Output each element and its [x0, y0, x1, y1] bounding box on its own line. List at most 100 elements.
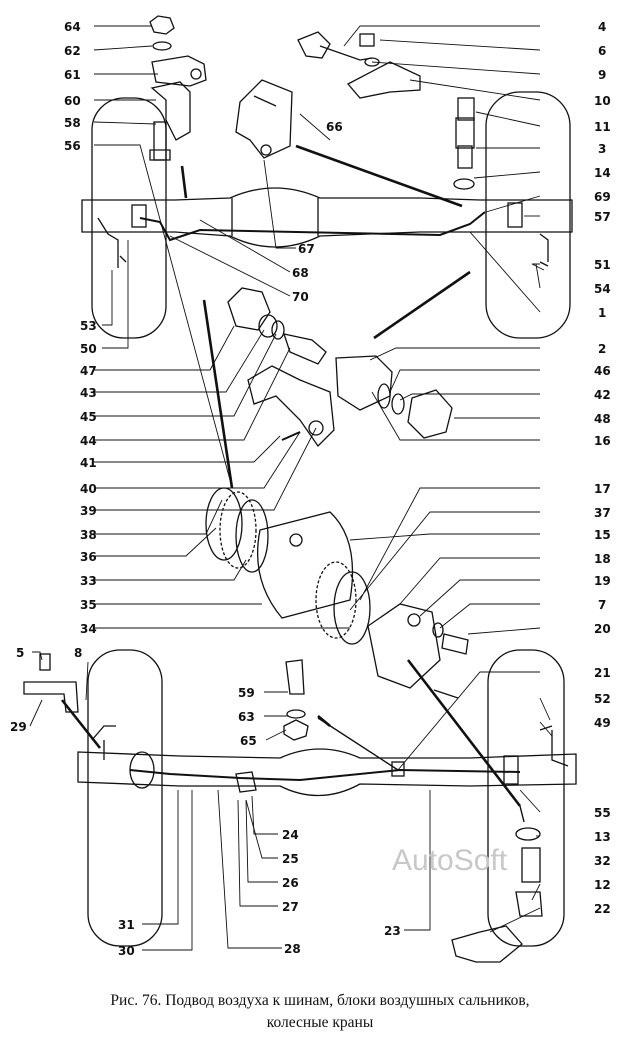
callout-3: 3: [598, 142, 606, 156]
callout-47: 47: [80, 364, 97, 378]
callout-4: 4: [598, 20, 606, 34]
callout-29: 29: [10, 720, 27, 734]
callout-70: 70: [292, 290, 309, 304]
callout-10: 10: [594, 94, 611, 108]
callout-37: 37: [594, 506, 611, 520]
callout-52: 52: [594, 692, 611, 706]
callout-28: 28: [284, 942, 301, 956]
callout-69: 69: [594, 190, 611, 204]
upper-right-wheel: [485, 91, 571, 339]
callout-15: 15: [594, 528, 611, 542]
callout-25: 25: [282, 852, 299, 866]
fitting-2: [335, 355, 393, 411]
caption-line-2: колесные краны: [266, 1014, 374, 1031]
lower-axle-assembly: [23, 649, 577, 963]
callout-63: 63: [238, 710, 255, 724]
bracket-66: [235, 79, 293, 159]
callout-33: 33: [80, 574, 97, 588]
callout-34: 34: [80, 622, 97, 636]
lower-left-wheel: [87, 649, 163, 947]
callout-24: 24: [282, 828, 299, 842]
callout-9: 9: [598, 68, 606, 82]
bracket-41: [247, 365, 335, 448]
callout-57: 57: [594, 210, 611, 224]
callout-51: 51: [594, 258, 611, 272]
callout-56: 56: [64, 139, 81, 153]
callout-38: 38: [80, 528, 97, 542]
callout-58: 58: [64, 116, 81, 130]
labels-left: 64 62 61 60 58 56 53 50 47 43 45 44 41 4…: [10, 20, 301, 958]
callout-49: 49: [594, 716, 611, 730]
callout-35: 35: [80, 598, 97, 612]
callout-1: 1: [598, 306, 606, 320]
callout-18: 18: [594, 552, 611, 566]
callout-31: 31: [118, 918, 135, 932]
callout-11: 11: [594, 120, 611, 134]
callout-64: 64: [64, 20, 81, 34]
seal-housing-15: [257, 511, 354, 619]
bracket-60: [150, 81, 191, 141]
lower-axle-beam: [77, 748, 577, 797]
callout-61: 61: [64, 68, 81, 82]
upper-axle-beam: [81, 187, 573, 248]
callout-21: 21: [594, 666, 611, 680]
callout-14: 14: [594, 166, 611, 180]
callout-39: 39: [80, 504, 97, 518]
callout-41: 41: [80, 456, 97, 470]
callout-62: 62: [64, 44, 81, 58]
leader-lines: [29, 25, 553, 951]
callout-36: 36: [80, 550, 97, 564]
callout-40: 40: [80, 482, 97, 496]
callout-26: 26: [282, 876, 299, 890]
watermark: AutoSoft: [392, 844, 508, 877]
callout-46: 46: [594, 364, 611, 378]
callout-22: 22: [594, 902, 611, 916]
callout-12: 12: [594, 878, 611, 892]
hose-fitting-22: [451, 925, 523, 963]
callout-65: 65: [240, 734, 257, 748]
callout-17: 17: [594, 482, 611, 496]
callout-30: 30: [118, 944, 135, 958]
callout-60: 60: [64, 94, 81, 108]
callout-23: 23: [384, 924, 401, 938]
assembly-axes-thin: [317, 689, 525, 823]
cover-19: [367, 603, 441, 689]
callout-67: 67: [298, 242, 315, 256]
callout-27: 27: [282, 900, 299, 914]
callout-8: 8: [74, 646, 82, 660]
callout-48: 48: [594, 412, 611, 426]
callout-59: 59: [238, 686, 255, 700]
callout-7: 7: [598, 598, 606, 612]
upper-left-wheel: [91, 97, 167, 339]
upper-axle-assembly: [81, 15, 573, 339]
callout-68: 68: [292, 266, 309, 280]
seal-block-exploded: [205, 287, 469, 689]
caption-line-1: Рис. 76. Подвод воздуха к шинам, блоки в…: [110, 992, 530, 1009]
upper-air-line: [139, 211, 486, 242]
callout-44: 44: [80, 434, 97, 448]
lower-air-line: [129, 768, 521, 782]
callout-66: 66: [326, 120, 343, 134]
callout-13: 13: [594, 830, 611, 844]
lower-right-wheel: [487, 649, 565, 947]
callout-20: 20: [594, 622, 611, 636]
callout-2: 2: [598, 342, 606, 356]
callout-45: 45: [80, 410, 97, 424]
nut-48: [407, 389, 453, 439]
labels-right: 4 6 9 10 66 11 3 14 69 57 67 68 70 51 54…: [74, 20, 611, 938]
assembly-axes: [60, 144, 522, 807]
callout-42: 42: [594, 388, 611, 402]
callout-5: 5: [16, 646, 24, 660]
nut-47: [227, 287, 271, 331]
callout-32: 32: [594, 854, 611, 868]
figure-caption: Рис. 76. Подвод воздуха к шинам, блоки в…: [40, 990, 600, 1034]
callout-6: 6: [598, 44, 606, 58]
callout-54: 54: [594, 282, 611, 296]
callout-55: 55: [594, 806, 611, 820]
callout-50: 50: [80, 342, 97, 356]
callout-43: 43: [80, 386, 97, 400]
callout-16: 16: [594, 434, 611, 448]
callout-19: 19: [594, 574, 611, 588]
callout-53: 53: [80, 319, 97, 333]
